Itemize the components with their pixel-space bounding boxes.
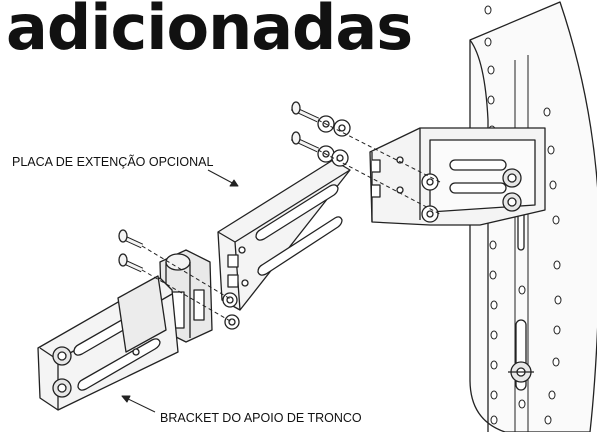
page-heading: adicionadas <box>6 0 413 64</box>
trunk-support-bracket <box>37 275 179 411</box>
callout-extension-plate: PLACA DE EXTENÇÃO OPCIONAL <box>12 155 214 169</box>
leader-arrows <box>121 169 239 413</box>
upper-bolts <box>290 101 351 167</box>
assembly-lines <box>141 119 441 323</box>
callout-trunk-support-bracket: BRACKET DO APOIO DE TRONCO <box>160 411 362 425</box>
lower-bolts <box>118 229 240 330</box>
extension-plate <box>217 159 351 311</box>
backrest-rail <box>469 1 597 432</box>
rail-l-bracket <box>369 127 546 226</box>
